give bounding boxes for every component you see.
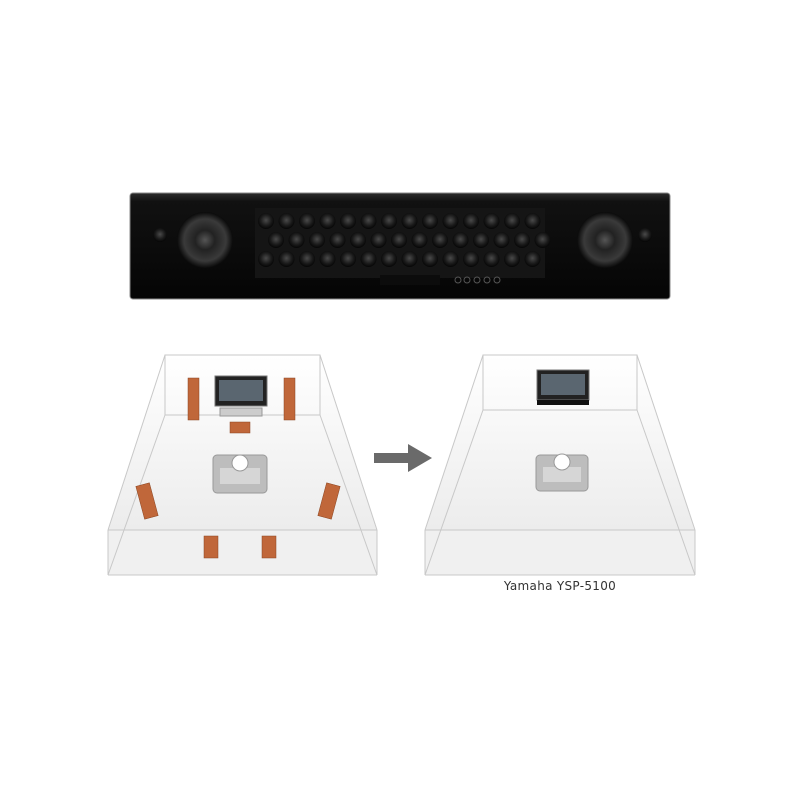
speaker-driver [473, 232, 489, 248]
speaker-driver [463, 251, 479, 267]
speaker-driver [463, 213, 479, 229]
woofer-right [577, 212, 633, 268]
room-soundbar-setup [424, 354, 696, 576]
speaker-driver [442, 213, 459, 229]
sofa-icon [535, 453, 589, 492]
speaker-driver [514, 232, 530, 248]
speaker-driver [370, 232, 387, 248]
speaker-driver [432, 232, 448, 248]
speaker-driver [309, 232, 325, 248]
speaker-driver [288, 232, 305, 248]
speaker-driver [504, 251, 520, 267]
sofa-icon [212, 454, 268, 494]
speaker-driver [319, 213, 336, 229]
speaker-driver [493, 232, 510, 248]
speaker-driver [391, 232, 407, 248]
speaker-driver [278, 251, 295, 267]
speaker-driver [483, 251, 500, 267]
speaker-driver [258, 251, 274, 267]
speaker-driver [442, 251, 459, 267]
speaker-driver [268, 232, 284, 248]
speaker-driver [340, 251, 356, 267]
room-surround-setup [107, 354, 378, 576]
speaker-driver [534, 232, 551, 248]
speaker-driver [524, 251, 541, 267]
woofer-left [177, 212, 233, 268]
speaker-driver [278, 213, 295, 229]
speaker-driver [329, 232, 346, 248]
speaker-driver [299, 213, 315, 229]
tv-icon [214, 375, 268, 417]
speaker-driver [360, 251, 377, 267]
speaker-driver [411, 232, 428, 248]
speaker-driver [258, 213, 274, 229]
speaker-driver [340, 213, 356, 229]
speaker-driver [483, 213, 500, 229]
speaker-driver [504, 213, 520, 229]
speaker-driver [381, 213, 397, 229]
product-caption: Yamaha YSP-5100 [503, 579, 617, 593]
speaker-driver [401, 213, 418, 229]
tv-icon [536, 369, 590, 405]
arrow-right-icon [374, 444, 432, 472]
speaker-driver [524, 213, 541, 229]
speaker-driver [401, 251, 418, 267]
speaker-driver [299, 251, 315, 267]
speaker-driver [350, 232, 366, 248]
speaker-driver [422, 251, 438, 267]
speaker-driver [360, 213, 377, 229]
speaker-driver [319, 251, 336, 267]
speaker-driver [422, 213, 438, 229]
speaker-driver [381, 251, 397, 267]
soundbar-image [129, 192, 671, 300]
speaker-driver [452, 232, 469, 248]
